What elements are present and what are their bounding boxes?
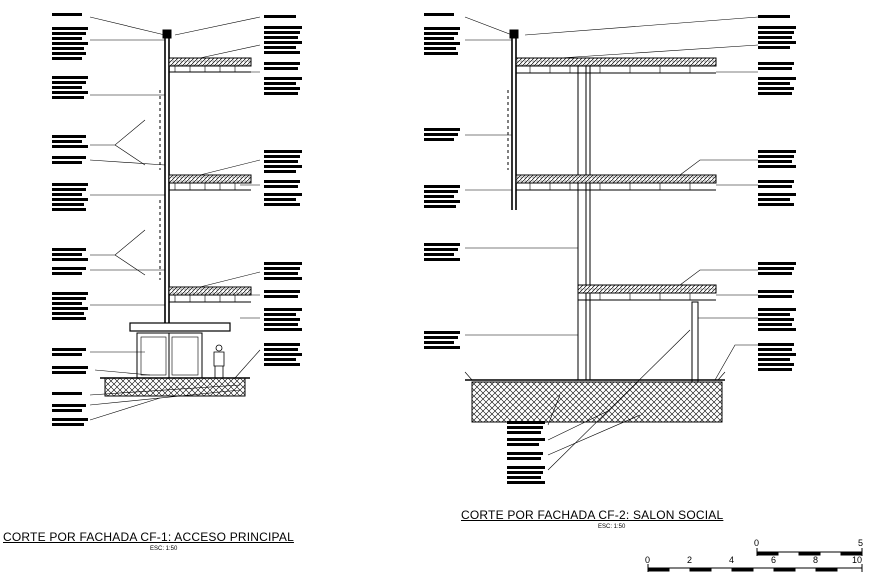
slab-3 <box>168 286 252 303</box>
scale-tick: 10 <box>852 555 863 565</box>
section-1-drawing <box>89 16 261 421</box>
section-1-annotations-left <box>52 13 88 426</box>
section-2-drawing <box>464 16 759 471</box>
section-1-title: CORTE POR FACHADA CF-1: ACCESO PRINCIPAL <box>3 530 294 544</box>
slab-1b <box>515 57 717 74</box>
scale-tick: 2 <box>687 555 693 565</box>
scale-tick: 8 <box>813 555 819 565</box>
scale-tick: 5 <box>858 538 864 548</box>
slab-2b <box>515 174 717 191</box>
slab-3b <box>577 284 717 301</box>
slab-1 <box>168 57 252 73</box>
scale-tick: 0 <box>754 538 760 548</box>
section-2-annotations <box>424 13 796 484</box>
entrance-door <box>136 332 203 379</box>
scale-tick: 4 <box>729 555 735 565</box>
scale-tick: 0 <box>645 555 651 565</box>
section-2-scale: ESC: 1:50 <box>598 524 626 530</box>
scale-bar-lower <box>647 564 863 572</box>
scale-tick: 6 <box>771 555 777 565</box>
section-2-title: CORTE POR FACHADA CF-2: SALON SOCIAL <box>461 508 724 522</box>
slab-2 <box>168 174 252 191</box>
person-figure <box>213 344 225 378</box>
scale-bar-upper <box>756 548 863 556</box>
section-1-annotations-right <box>264 15 302 366</box>
section-1-scale: ESC: 1:50 <box>150 546 178 552</box>
